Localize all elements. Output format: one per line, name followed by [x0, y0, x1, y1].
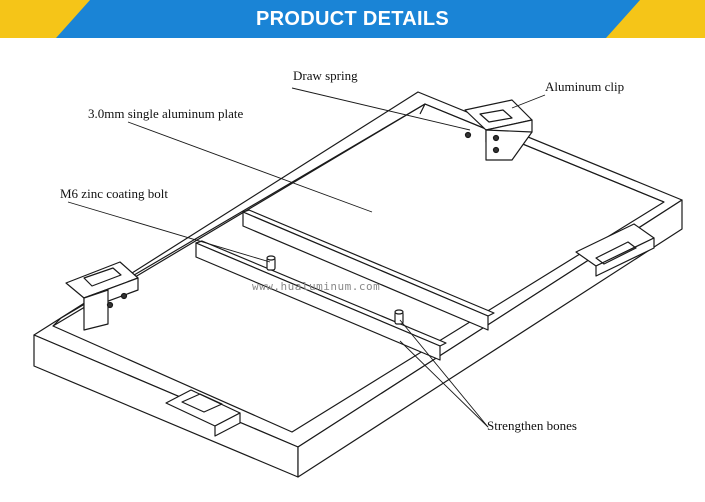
panel-inner-corner	[419, 103, 426, 115]
header-banner: PRODUCT DETAILS	[0, 0, 705, 38]
banner-blue-band	[56, 0, 646, 38]
label-strengthen-bones: Strengthen bones	[487, 418, 577, 433]
label-bolt: M6 zinc coating bolt	[60, 186, 168, 201]
aluminum-clip-top	[464, 99, 533, 161]
panel-outer-right-face	[297, 199, 683, 478]
label-draw-spring: Draw spring	[293, 68, 358, 83]
banner-graphic	[0, 0, 705, 38]
aluminum-clip-left	[65, 261, 139, 331]
aluminum-clip-right	[575, 223, 655, 277]
banner-title: PRODUCT DETAILS	[255, 8, 449, 30]
label-plate: 3.0mm single aluminum plate	[88, 106, 244, 121]
panel-inner-wall-edge	[52, 103, 665, 327]
banner-yellow-stripe-right	[606, 0, 705, 38]
leader-bolt	[67, 201, 271, 263]
leader-lines	[67, 87, 546, 428]
label-aluminum-clip: Aluminum clip	[545, 79, 625, 94]
leader-bones-b	[399, 340, 489, 428]
aluminum-clip-bottom	[165, 389, 241, 437]
watermark: www.hualuminum.com	[252, 280, 381, 293]
leader-draw-spring	[291, 87, 471, 131]
leader-bones-a	[399, 319, 489, 428]
leader-aluminum-clip	[511, 94, 546, 109]
strengthen-bone-front-face	[195, 242, 441, 361]
leader-plate	[127, 121, 373, 213]
bolt-upper-icon	[266, 255, 276, 271]
strengthen-bone-back-face	[242, 211, 489, 331]
